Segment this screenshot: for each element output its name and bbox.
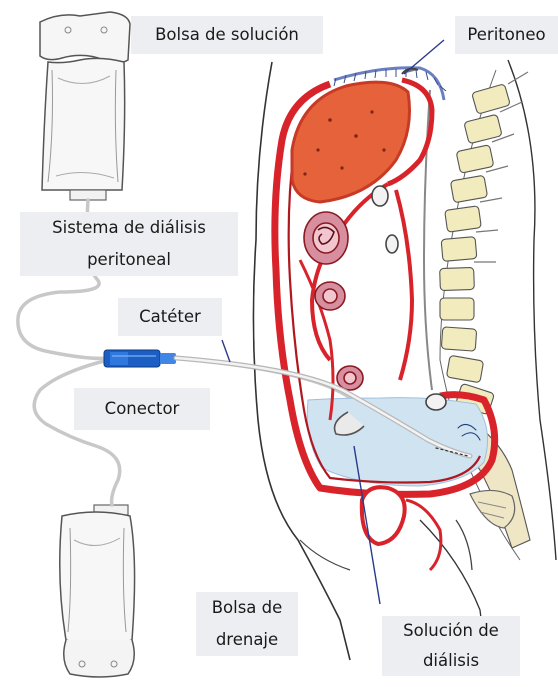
solution-bag <box>40 12 130 200</box>
label-dialysis-fluid: Solución de diálisis <box>382 616 520 676</box>
pelvic-organs <box>362 487 515 570</box>
connector <box>104 350 176 367</box>
spine <box>424 70 530 560</box>
label-dialysis-system: Sistema de diálisis peritoneal <box>20 212 238 276</box>
label-peritoneum: Peritoneo <box>455 16 558 54</box>
label-drain-bag: Bolsa de drenaje <box>196 592 298 656</box>
label-catheter: Catéter <box>118 298 222 336</box>
label-solution-bag: Bolsa de solución <box>131 16 323 54</box>
catheter-pointer <box>222 340 230 362</box>
drain-bag <box>60 505 135 677</box>
label-connector: Conector <box>74 388 210 430</box>
dialysis-fluid <box>307 398 487 486</box>
